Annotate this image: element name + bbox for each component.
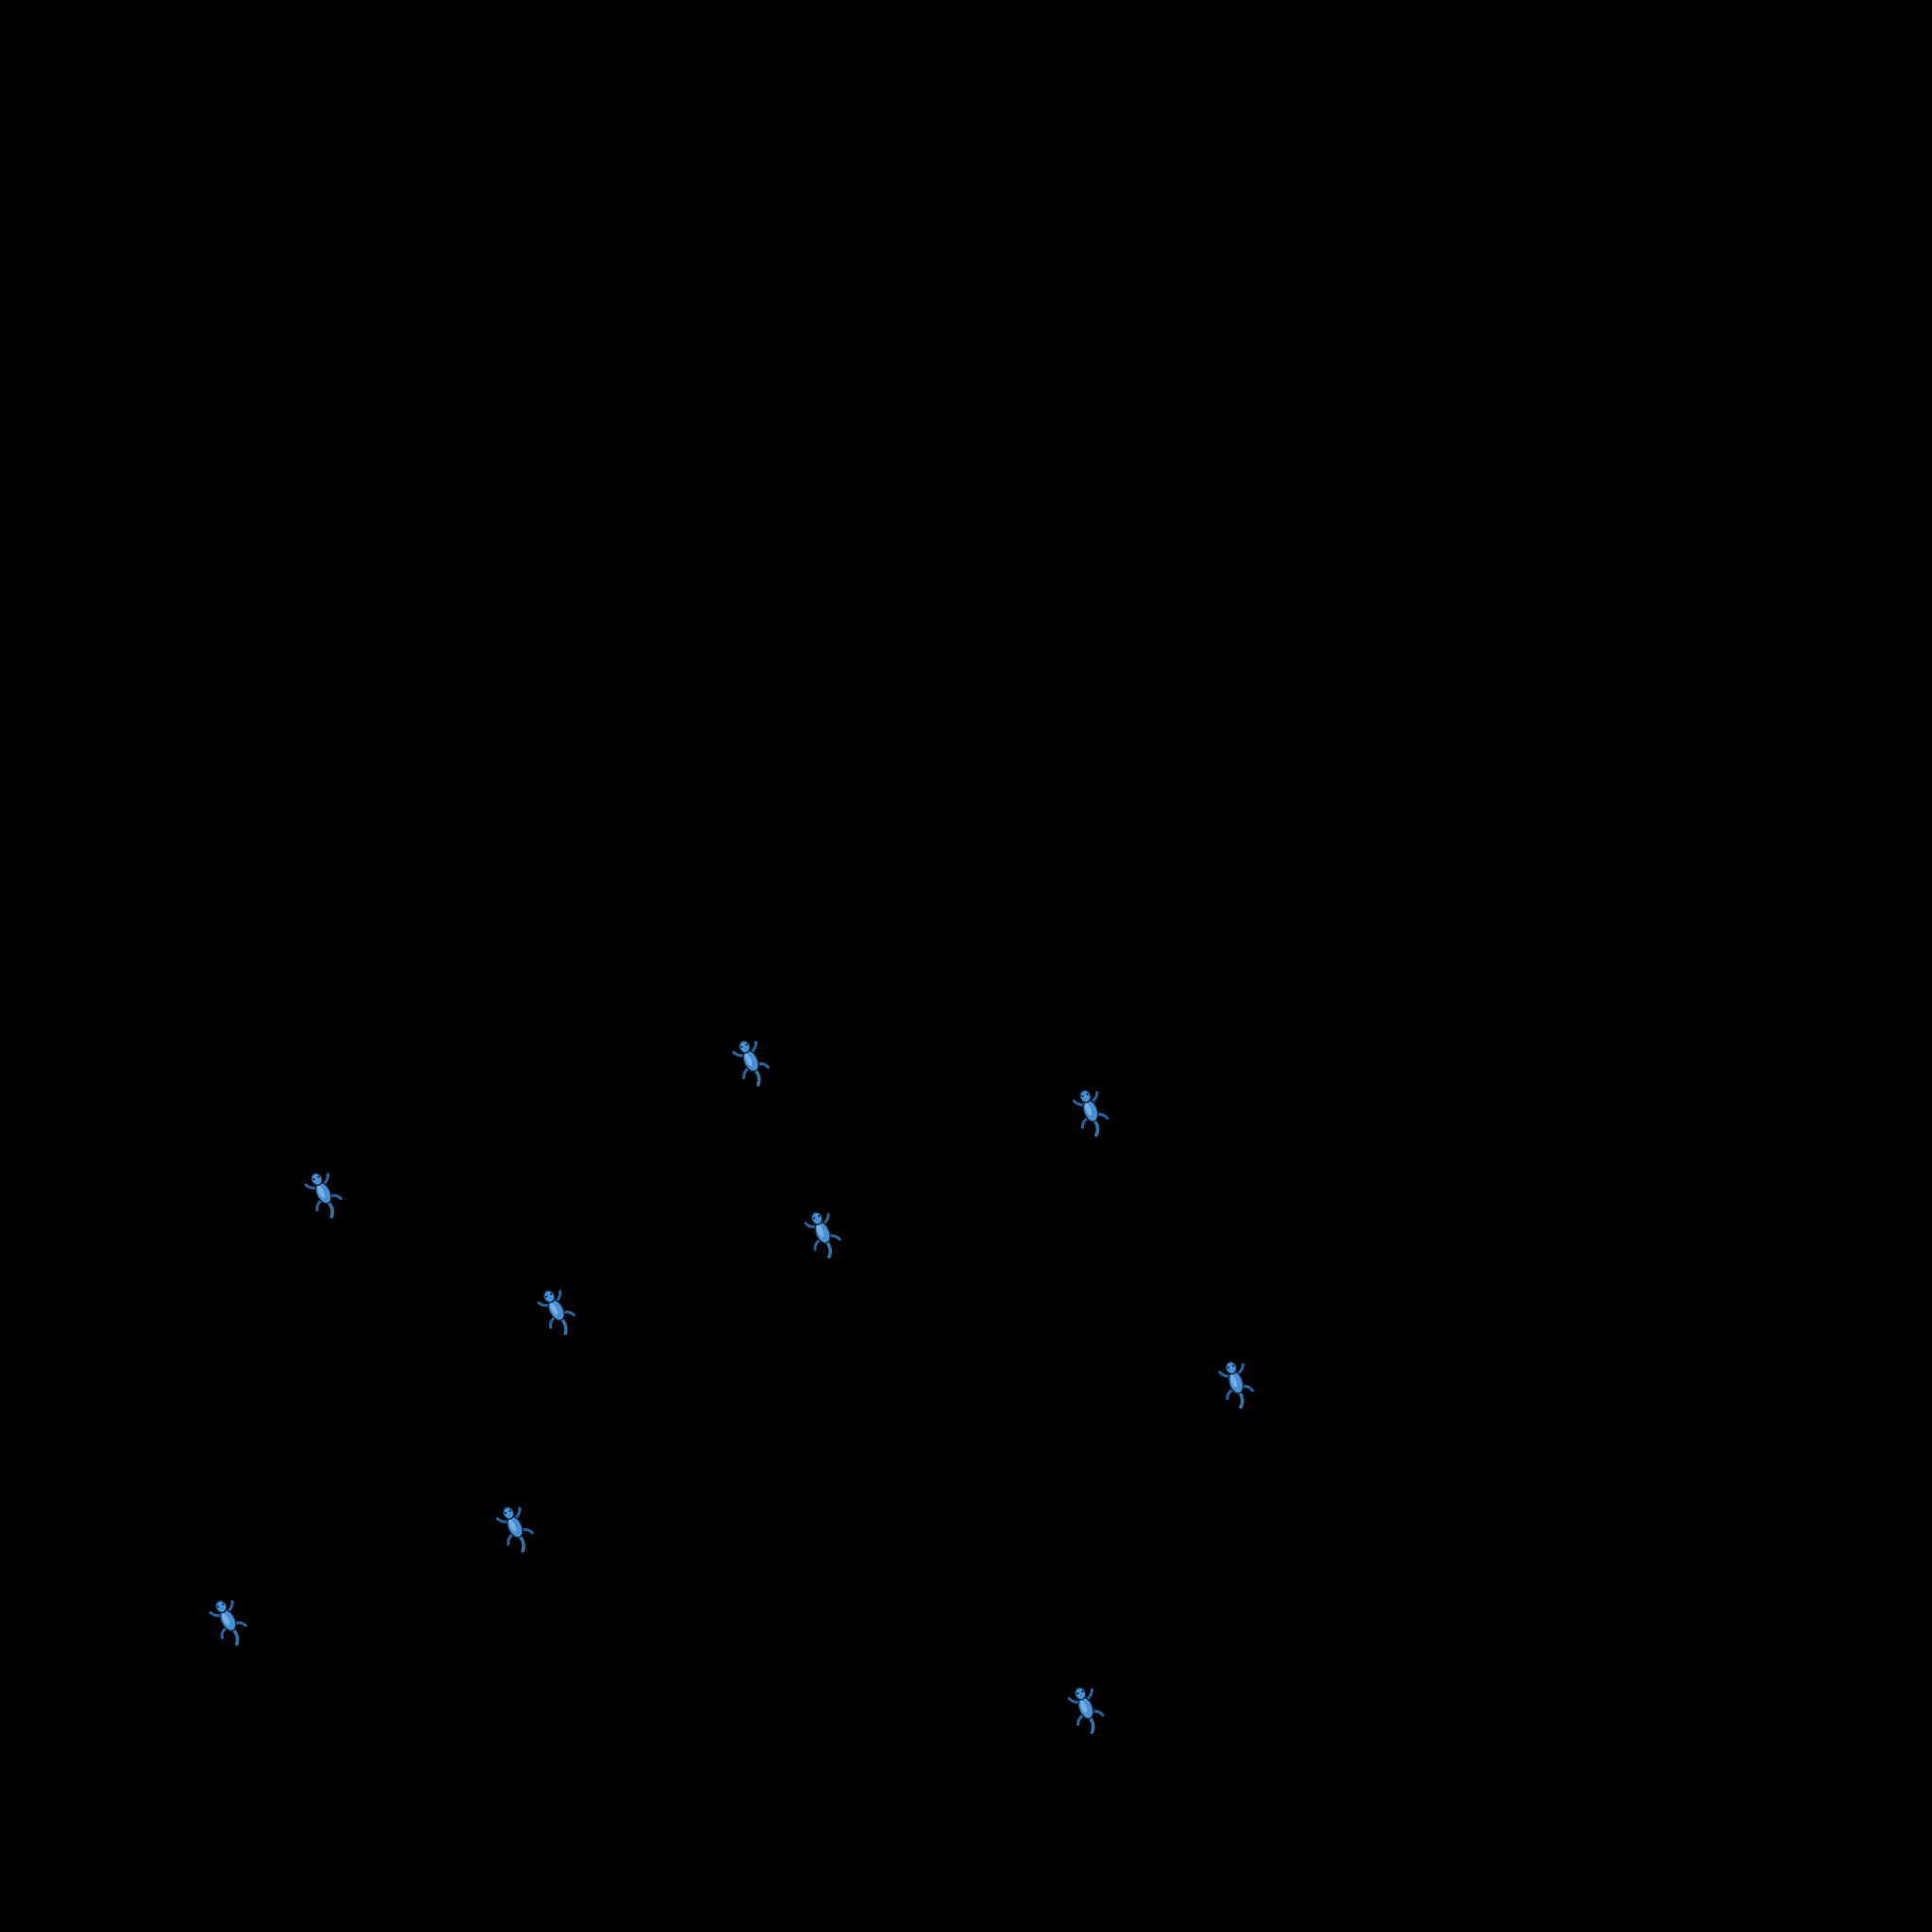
lizard-icon [723, 1030, 782, 1095]
lizard-icon [1058, 1678, 1115, 1742]
blue-lizard-sprite[interactable] [794, 1203, 853, 1267]
blue-lizard-sprite[interactable] [199, 1590, 260, 1656]
blue-lizard-sprite[interactable] [1063, 1081, 1120, 1145]
lizard-icon [1208, 1354, 1264, 1417]
blue-lizard-sprite[interactable] [1208, 1354, 1264, 1417]
blue-lizard-sprite[interactable] [1058, 1678, 1115, 1742]
lizard-icon [526, 1279, 588, 1345]
blue-lizard-sprite[interactable] [294, 1162, 355, 1228]
lizard-icon [1063, 1081, 1120, 1145]
blue-lizard-sprite[interactable] [526, 1279, 588, 1345]
lizard-icon [794, 1203, 853, 1267]
blue-lizard-sprite[interactable] [486, 1496, 546, 1561]
lizard-icon [486, 1496, 546, 1561]
lizard-icon [199, 1590, 260, 1656]
blue-lizard-sprite[interactable] [723, 1030, 782, 1095]
lizard-icon [294, 1162, 355, 1228]
